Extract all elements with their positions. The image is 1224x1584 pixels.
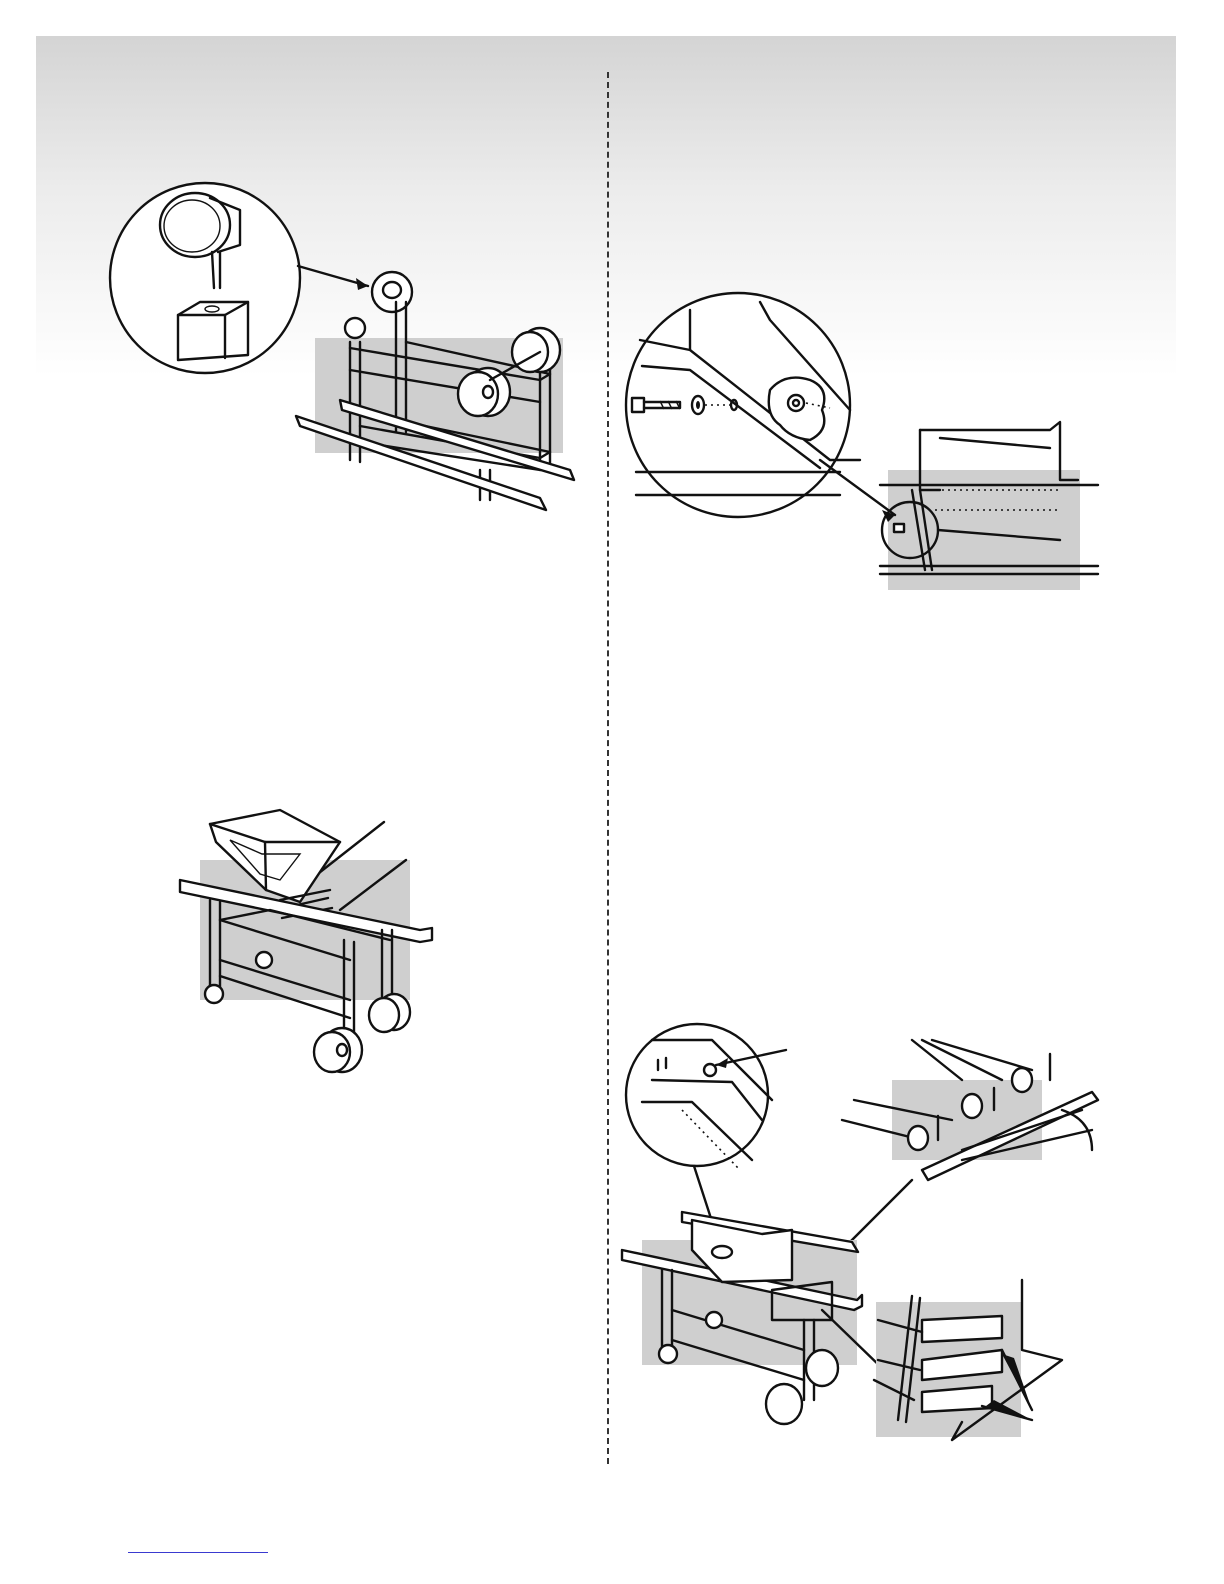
footer-link-rule[interactable]	[128, 1552, 268, 1553]
caster-detail-icon	[110, 183, 300, 373]
bolt-washer-nut-icon	[626, 293, 860, 517]
figure-caster-frame	[100, 170, 600, 550]
burner-valve-icon	[842, 1040, 1098, 1180]
column-divider	[607, 72, 609, 1464]
figure-burner-valve	[622, 1020, 1102, 1445]
figure-firebox-bolt	[620, 290, 1100, 600]
figure-firebox-cart	[170, 810, 450, 1080]
